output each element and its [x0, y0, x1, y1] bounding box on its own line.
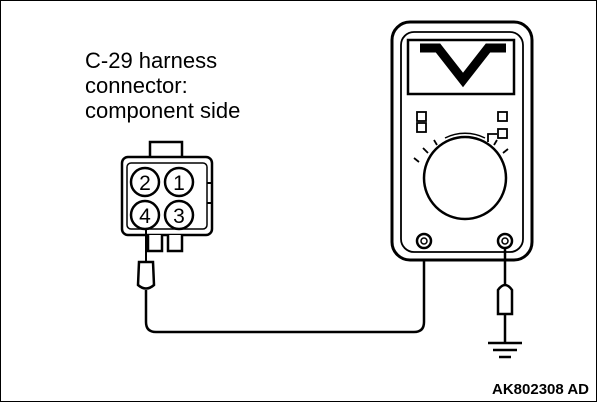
pin-label-3: 3 [173, 205, 185, 228]
connector-label-line3: component side [85, 98, 241, 123]
connector-label: C-29 harness connector: component side [85, 48, 240, 123]
pin-label-1: 1 [173, 172, 185, 195]
connector-label-line1: C-29 harness [85, 48, 218, 73]
ground-symbol-icon [488, 341, 522, 359]
figure-code: AK802308 AD [492, 381, 589, 398]
pin-1-circle [163, 166, 195, 198]
pin-label-4: 4 [139, 205, 151, 228]
connector-pins: 2 1 4 3 [129, 166, 195, 231]
probe-icon [136, 228, 156, 290]
connector-label-line2: connector: [85, 73, 188, 98]
multimeter-icon [390, 20, 534, 262]
pin-3-circle [163, 199, 195, 231]
pin-label-2: 2 [139, 172, 151, 195]
test-lead-wire [144, 244, 426, 334]
ground-lead [496, 248, 514, 342]
pin-2-circle [129, 166, 161, 198]
connector-icon [120, 140, 214, 253]
